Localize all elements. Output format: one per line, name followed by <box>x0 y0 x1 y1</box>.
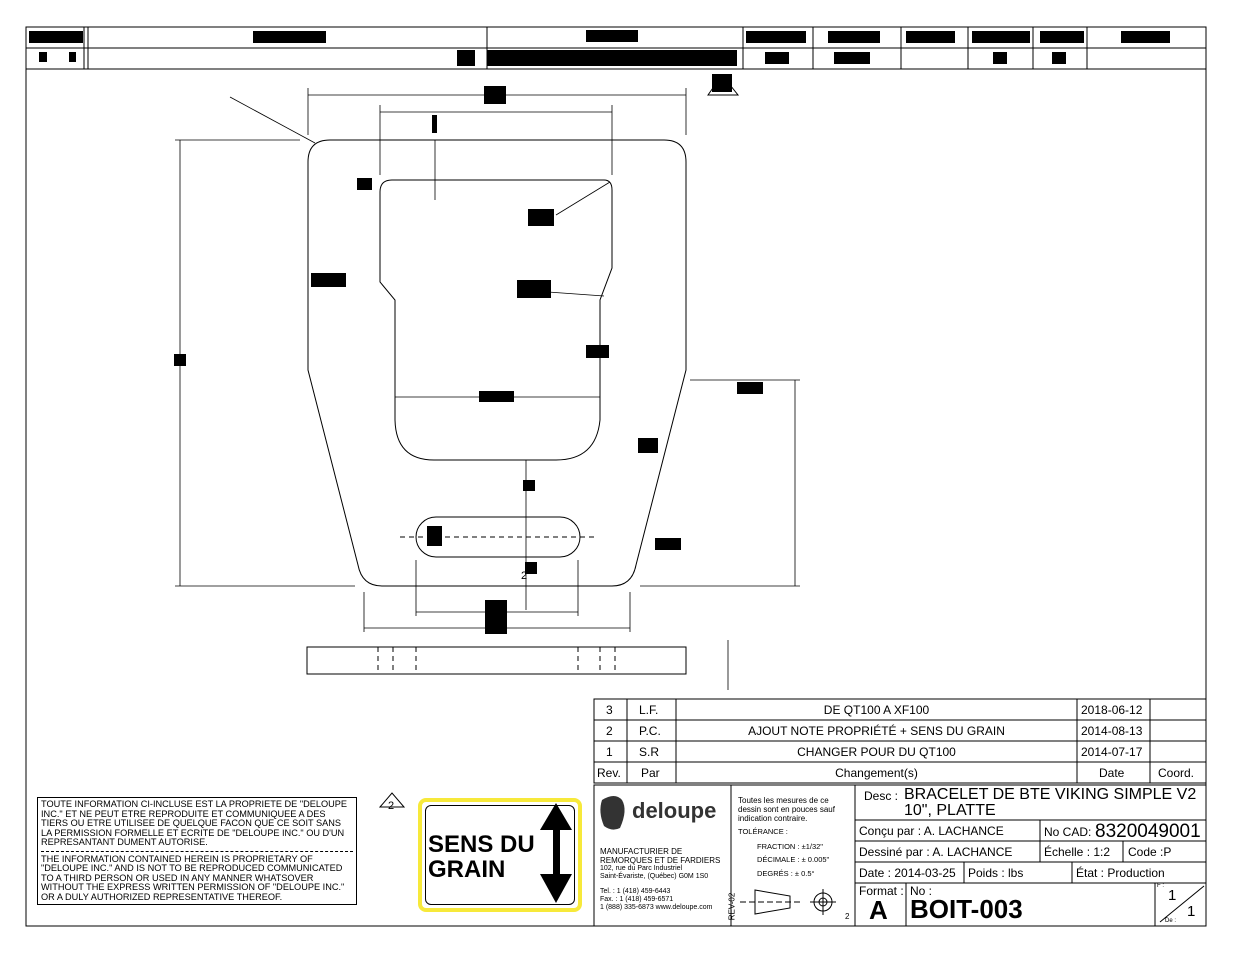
grain-line1: SENS DU <box>428 831 535 858</box>
tolerance-degrees: DEGRÉS : ± 0.5° <box>757 869 815 878</box>
date-cell: 2014-08-13 <box>1081 724 1143 738</box>
date: Date : 2014-03-25 <box>859 866 956 880</box>
date-cell: 2018-06-12 <box>1081 703 1143 717</box>
grain-arrow-icon <box>540 803 572 903</box>
slot-label: 2 <box>521 570 528 582</box>
par-cell: L.F. <box>639 703 659 717</box>
change-cell: CHANGER POUR DU QT100 <box>797 745 956 759</box>
notes-english: THE INFORMATION CONTAINED HEREIN IS PROP… <box>41 853 345 902</box>
deloupe-logo-icon <box>600 796 625 830</box>
drawing-number: BOIT-003 <box>910 894 1023 924</box>
company-address2: Saint-Évariste, (Québec) G0M 1S0 <box>600 873 709 880</box>
tolerance-label: TOLÉRANCE : <box>738 827 788 836</box>
tolerance-decimal: DÉCIMALE : ± 0.005" <box>757 855 830 864</box>
change-cell: DE QT100 A XF100 <box>823 703 930 717</box>
notes-french: TOUTE INFORMATION CI-INCLUSE EST LA PROP… <box>41 799 347 847</box>
projection-number: 2 <box>845 912 850 921</box>
sheet-number: 1 <box>1168 887 1177 904</box>
cad-label: No CAD: <box>1044 825 1092 839</box>
par-header: Par <box>641 766 660 780</box>
inner-cutout <box>379 179 613 461</box>
side-view <box>306 646 687 675</box>
rev-header: Rev. <box>597 766 621 780</box>
revision-marker: 2 <box>388 800 395 812</box>
cad-number: 8320049001 <box>1095 821 1201 842</box>
units-note: Toutes les mesures de ce dessin sont en … <box>738 796 835 823</box>
date-header: Date <box>1099 766 1125 780</box>
title-block-lines <box>593 698 1207 927</box>
desc-label: Desc : <box>864 789 899 803</box>
projection-symbol-icon <box>740 889 836 915</box>
company-line2: REMORQUES ET DE FARDIERS <box>600 856 721 865</box>
rev-cell: 1 <box>606 745 613 759</box>
sheet-label: F : <box>1157 883 1164 889</box>
part-outline <box>307 139 687 587</box>
company-web: 1 (888) 335-6873 www.deloupe.com <box>600 904 713 911</box>
number-label: No : <box>910 884 933 898</box>
sheet-total: 1 <box>1187 903 1196 920</box>
tolerance-fraction: FRACTION : ±1/32" <box>757 842 823 851</box>
rev-cell: 3 <box>606 703 613 717</box>
description: BRACELET DE BTE VIKING SIMPLE V2 <box>904 786 1197 803</box>
revision-triangle <box>378 792 406 808</box>
scale: Échelle : 1:2 <box>1044 845 1111 859</box>
par-cell: P.C. <box>639 724 661 738</box>
company-tel: Tel. : 1 (418) 459-6443 <box>600 888 671 895</box>
of-label: De : <box>1165 918 1177 924</box>
company-logo: deloupe <box>632 798 717 823</box>
rev-cell: 2 <box>606 724 613 738</box>
designed-by: Conçu par : A. LACHANCE <box>859 824 1004 838</box>
proprietary-notes: TOUTE INFORMATION CI-INCLUSE EST LA PROP… <box>37 797 357 905</box>
format-label: Format : <box>859 884 904 898</box>
change-cell: AJOUT NOTE PROPRIÉTÉ + SENS DU GRAIN <box>748 724 1005 738</box>
redacted-dimensions <box>29 30 1170 634</box>
date-cell: 2014-07-17 <box>1081 745 1143 759</box>
weight: Poids : lbs <box>968 866 1024 880</box>
change-header: Changement(s) <box>835 766 918 780</box>
format: A <box>869 895 888 925</box>
description-line2: 10", PLATTE <box>904 802 996 819</box>
dimension-lines <box>175 88 800 690</box>
slot <box>415 516 581 558</box>
company-fax: Fax. : 1 (418) 459-6571 <box>600 896 674 903</box>
grain-line2: GRAIN <box>428 856 506 883</box>
company-line1: MANUFACTURIER DE <box>600 847 683 856</box>
drawn-by: Dessiné par : A. LACHANCE <box>859 845 1013 859</box>
par-cell: S.R <box>639 745 660 759</box>
company-address1: 102, rue du Parc Industriel <box>600 865 683 872</box>
coord-header: Coord. <box>1158 766 1195 780</box>
hidden-lines <box>377 536 616 674</box>
code: Code :P <box>1128 845 1172 859</box>
state: État : Production <box>1076 866 1165 880</box>
rev-code: REV-02 <box>727 892 737 921</box>
